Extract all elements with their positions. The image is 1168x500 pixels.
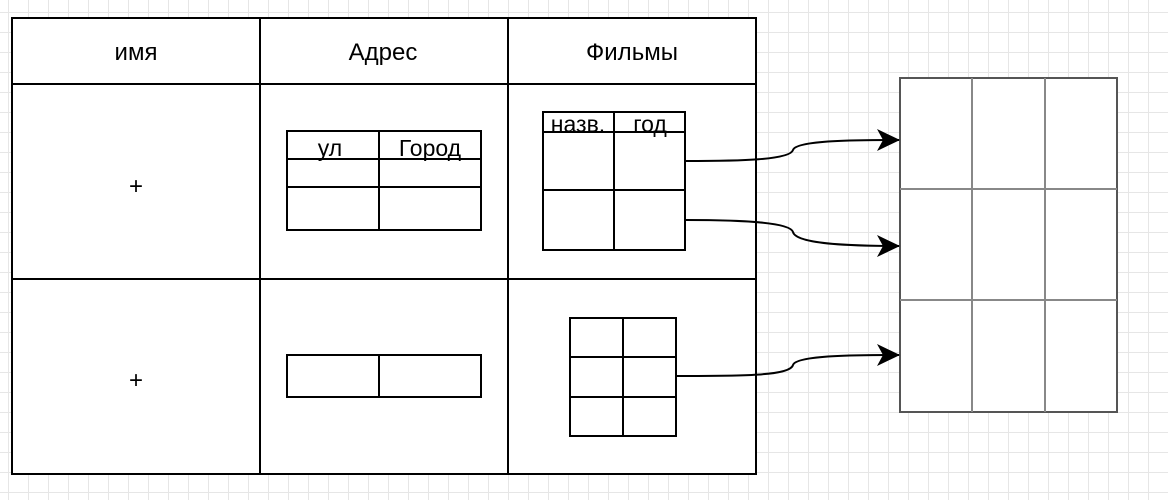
main-table: имя Адрес Фильмы + +	[11, 17, 757, 475]
main-table-border	[11, 17, 757, 475]
films-header-title: назв.	[551, 111, 605, 137]
address-header-street: ул	[318, 135, 342, 161]
connector-arrow-2[interactable]	[685, 219, 900, 257]
target-table	[899, 77, 1118, 413]
header-films: Фильмы	[586, 39, 678, 66]
connector-arrow-3[interactable]	[676, 344, 900, 377]
subtable-border	[286, 130, 482, 231]
header-name: имя	[115, 39, 158, 66]
row1-name-value: +	[129, 173, 143, 200]
address-subtable-row1: ул Город	[286, 130, 482, 231]
header-address: Адрес	[349, 39, 418, 66]
films-subtable-row1: назв. год	[542, 111, 686, 251]
address-header-city: Город	[399, 135, 462, 161]
subtable-border	[286, 354, 482, 398]
films-header-year: год	[633, 111, 667, 137]
target-table-border	[899, 77, 1118, 413]
films-subtable-row2	[569, 317, 677, 437]
row2-name-value: +	[129, 367, 143, 394]
connector-arrow-1[interactable]	[685, 129, 900, 162]
address-subtable-row2	[286, 354, 482, 398]
